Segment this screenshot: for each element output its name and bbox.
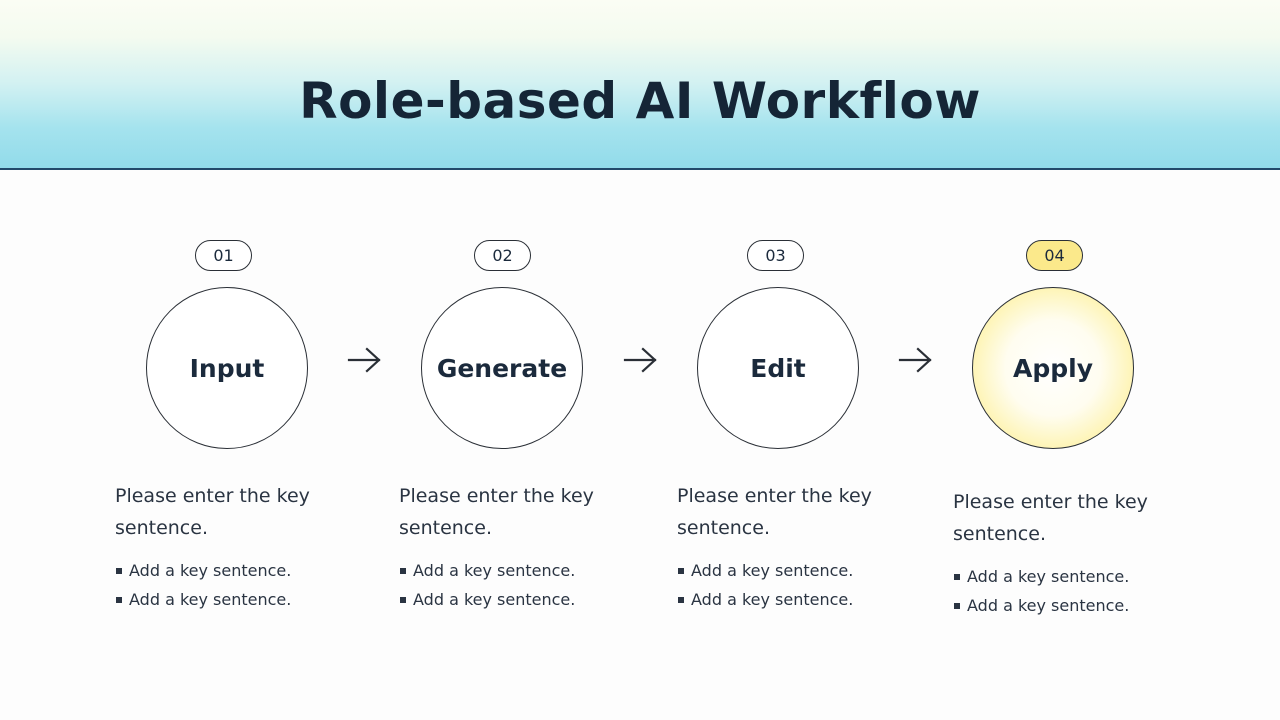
arrow-right-icon — [623, 347, 657, 373]
bullet-square-icon — [954, 574, 960, 580]
list-item: Add a key sentence. — [399, 585, 629, 614]
list-item: Add a key sentence. — [115, 556, 345, 585]
bullet-square-icon — [116, 568, 122, 574]
step-number-badge-active: 04 — [1026, 240, 1083, 271]
step-label: Apply — [1012, 353, 1093, 383]
list-item: Add a key sentence. — [677, 585, 907, 614]
step-bullet-list: Add a key sentence. Add a key sentence. — [953, 562, 1183, 620]
step-description-text: Please enter the key sentence. — [115, 485, 310, 539]
list-item: Add a key sentence. — [677, 556, 907, 585]
step-description: Please enter the key sentence. Add a key… — [677, 480, 907, 614]
step-description-text: Please enter the key sentence. — [399, 485, 594, 539]
list-item: Add a key sentence. — [399, 556, 629, 585]
bullet-square-icon — [400, 568, 406, 574]
page-title: Role-based AI Workflow — [299, 72, 981, 130]
step-description: Please enter the key sentence. Add a key… — [399, 480, 629, 614]
step-label: Input — [189, 353, 265, 383]
step-circle-active: Apply — [972, 287, 1134, 449]
step-number-badge: 03 — [747, 240, 804, 271]
step-description: Please enter the key sentence. Add a key… — [115, 480, 345, 614]
step-description-text: Please enter the key sentence. — [953, 491, 1148, 545]
list-item: Add a key sentence. — [953, 562, 1183, 591]
arrow-right-icon — [898, 347, 932, 373]
bullet-square-icon — [954, 603, 960, 609]
bullet-square-icon — [678, 568, 684, 574]
step-label: Edit — [750, 353, 806, 383]
header-banner — [0, 0, 1280, 170]
step-bullet-list: Add a key sentence. Add a key sentence. — [399, 556, 629, 614]
step-label: Generate — [436, 353, 568, 383]
bullet-square-icon — [678, 597, 684, 603]
step-circle: Edit — [697, 287, 859, 449]
bullet-square-icon — [400, 597, 406, 603]
step-circle: Generate — [421, 287, 583, 449]
step-bullet-list: Add a key sentence. Add a key sentence. — [115, 556, 345, 614]
step-number-badge: 01 — [195, 240, 252, 271]
step-circle: Input — [146, 287, 308, 449]
list-item: Add a key sentence. — [953, 591, 1183, 620]
step-bullet-list: Add a key sentence. Add a key sentence. — [677, 556, 907, 614]
step-number-badge: 02 — [474, 240, 531, 271]
step-description-text: Please enter the key sentence. — [677, 485, 872, 539]
bullet-square-icon — [116, 597, 122, 603]
step-description: Please enter the key sentence. Add a key… — [953, 486, 1183, 620]
list-item: Add a key sentence. — [115, 585, 345, 614]
arrow-right-icon — [347, 347, 381, 373]
